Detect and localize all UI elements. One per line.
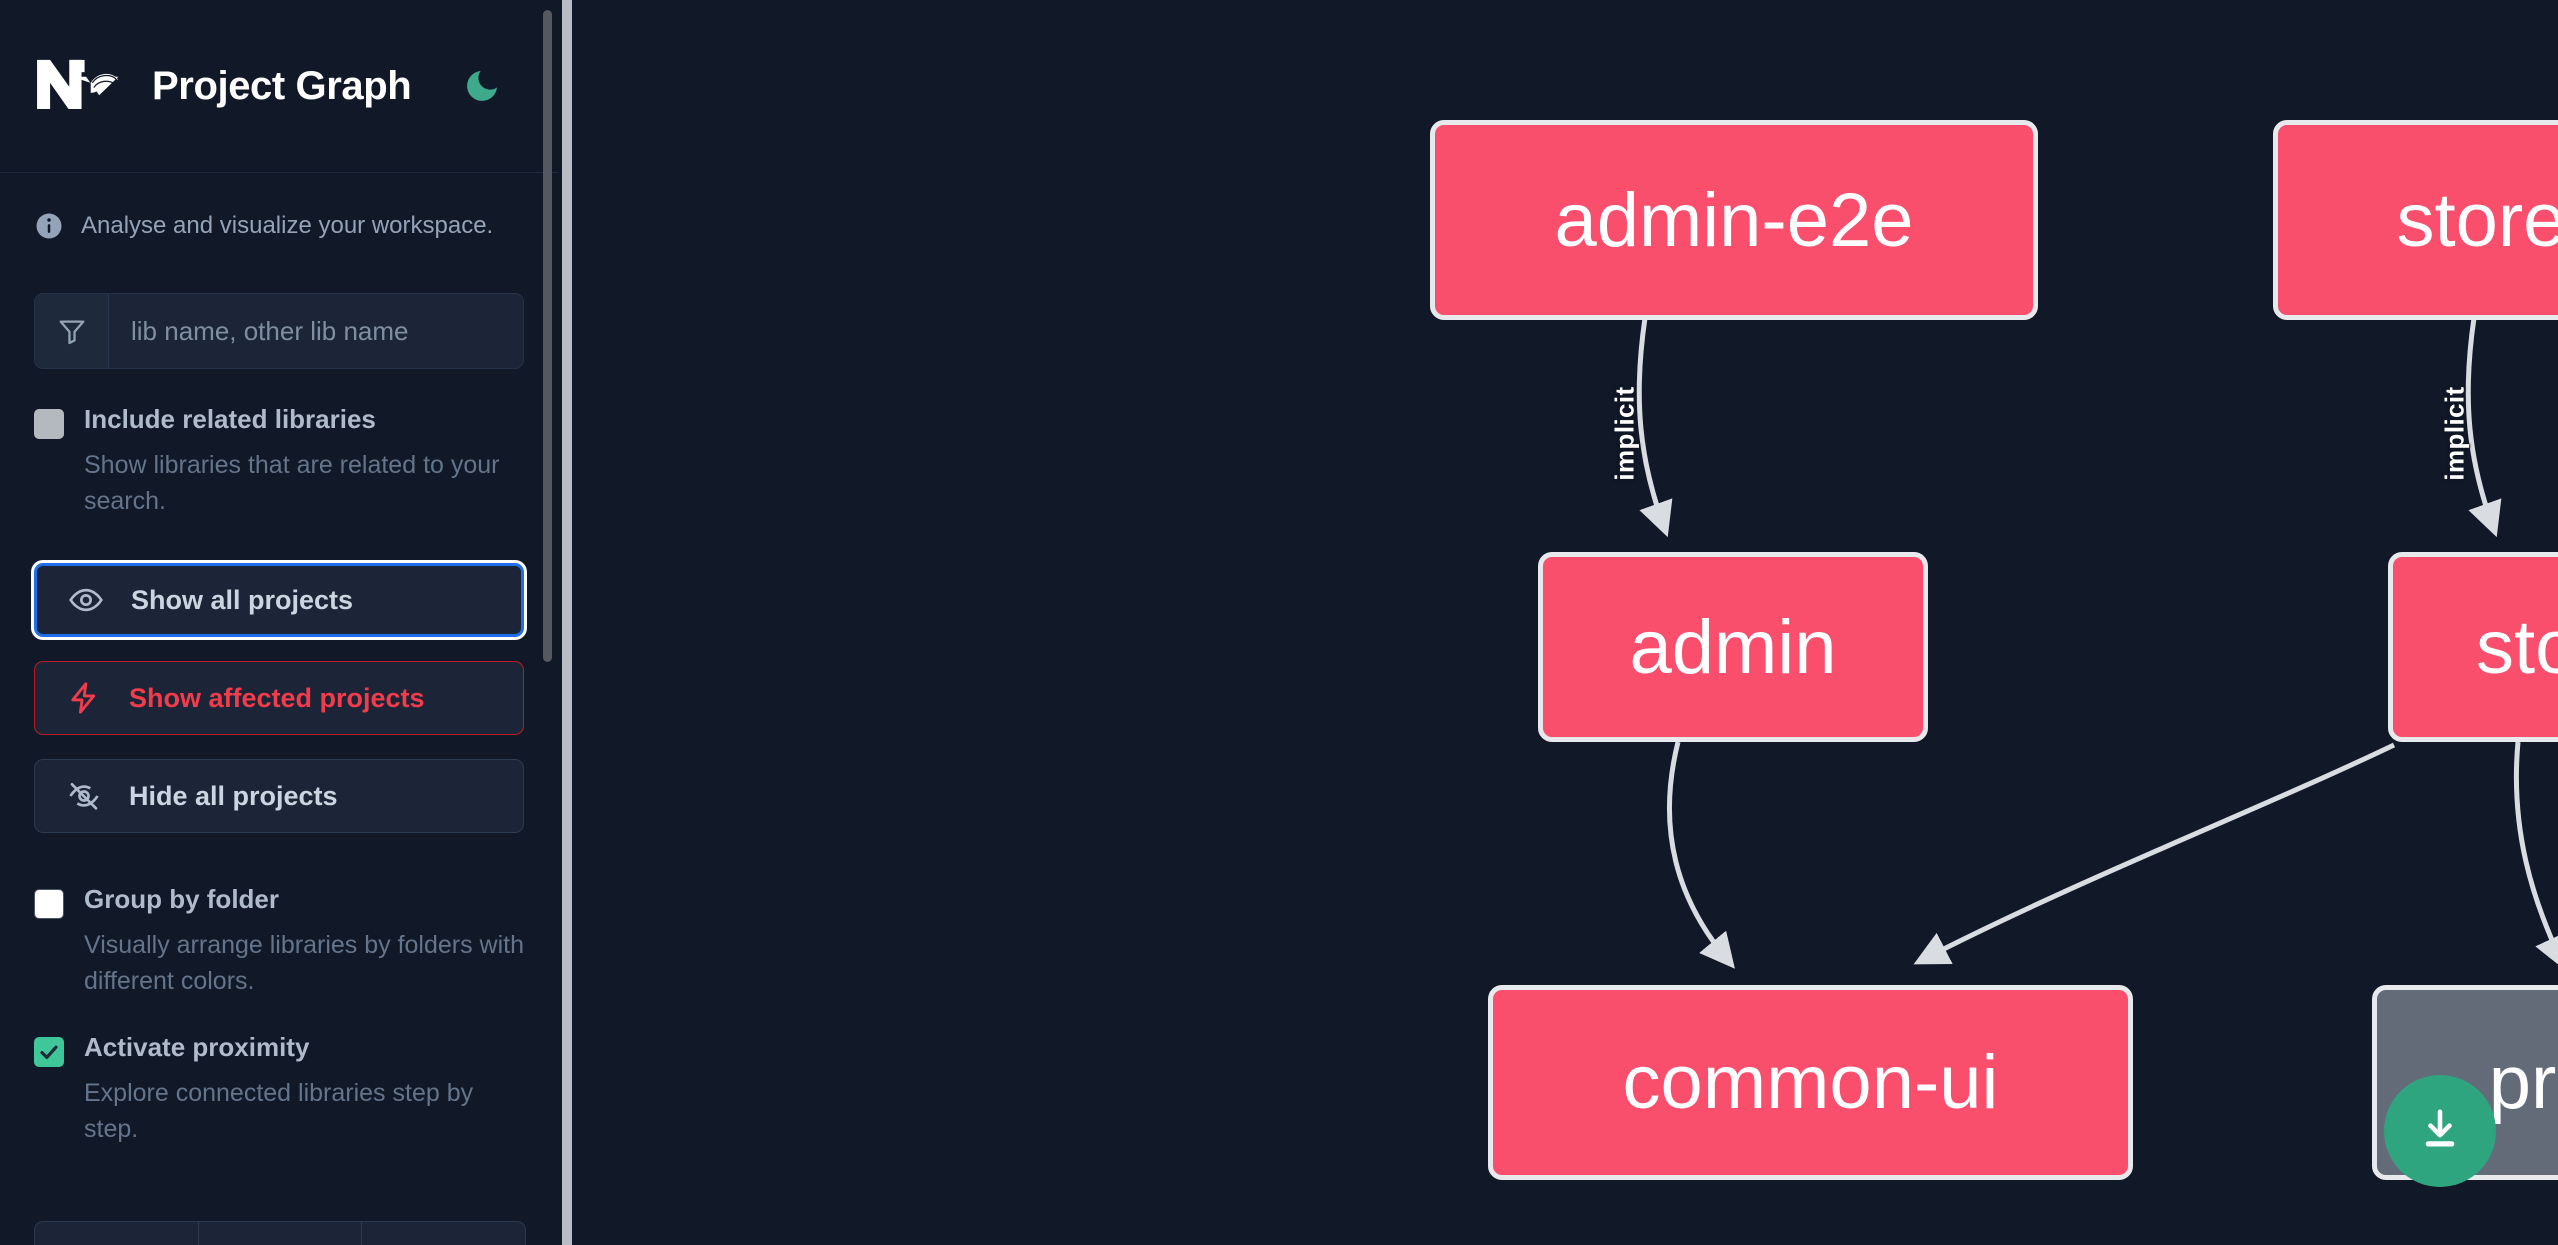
sidebar-scrollbar[interactable]: [543, 10, 552, 662]
node-label: admin-e2e: [1554, 177, 1914, 263]
show-all-projects-label: Show all projects: [131, 584, 354, 615]
group-by-folder-checkbox[interactable]: [34, 889, 64, 919]
nx-logo-icon: [34, 55, 126, 117]
show-affected-projects-button[interactable]: Show affected projects: [34, 661, 524, 735]
node-label: products: [2488, 1040, 2558, 1125]
edge-store-e2e-to-store: [2465, 317, 2502, 538]
graph-node-admin-e2e[interactable]: admin-e2e: [1430, 120, 2038, 320]
sidebar-header: Project Graph: [0, 0, 558, 173]
checkbox-activate-proximity[interactable]: Activate proximity Explore connected lib…: [0, 999, 558, 1147]
download-icon: [2414, 1104, 2466, 1159]
group-by-folder-description: Visually arrange libraries by folders wi…: [84, 931, 525, 995]
activate-proximity-description: Explore connected libraries step by step…: [84, 1079, 474, 1143]
edge-store-to-products: [2513, 741, 2558, 971]
node-label: common-ui: [1622, 1040, 1999, 1125]
eye-icon: [67, 581, 105, 619]
segment-option-1[interactable]: [35, 1222, 199, 1245]
graph-node-common-ui[interactable]: common-ui: [1488, 985, 2133, 1180]
edge-label-implicit-store: implicit: [2439, 386, 2470, 481]
include-related-libraries-checkbox[interactable]: [34, 409, 64, 439]
node-label: store-e2e: [2396, 177, 2558, 263]
bottom-segmented-control[interactable]: [34, 1221, 526, 1245]
page-title: Project Graph: [152, 63, 412, 108]
tagline-text: Analyse and visualize your workspace.: [81, 212, 494, 239]
info-icon: [34, 211, 64, 241]
graph-node-store-e2e[interactable]: store-e2e: [2273, 120, 2558, 320]
moon-icon[interactable]: [459, 63, 505, 109]
node-label: admin: [1629, 604, 1837, 690]
include-related-libraries-description: Show libraries that are related to your …: [84, 451, 500, 515]
search-input[interactable]: [109, 294, 523, 368]
download-button[interactable]: [2384, 1075, 2496, 1187]
graph-scrollbar[interactable]: [562, 0, 572, 1245]
show-all-projects-button[interactable]: Show all projects: [34, 563, 524, 637]
filter-funnel-icon[interactable]: [35, 294, 109, 368]
edge-admin-to-common-ui: [1666, 741, 1735, 969]
graph-node-store[interactable]: store: [2388, 552, 2558, 742]
activate-proximity-checkbox[interactable]: [34, 1037, 64, 1067]
activate-proximity-label: Activate proximity: [84, 1032, 310, 1062]
node-label: store: [2476, 604, 2558, 690]
eye-off-icon: [65, 777, 103, 815]
segment-option-2[interactable]: [199, 1222, 363, 1245]
checkbox-group-by-folder[interactable]: Group by folder Visually arrange librari…: [0, 833, 558, 999]
checkbox-include-related-libraries[interactable]: Include related libraries Show libraries…: [0, 369, 558, 519]
project-action-buttons: Show all projects Show affected projects: [0, 519, 558, 833]
sidebar: Project Graph Analyse and visualize your…: [0, 0, 558, 1245]
edge-store-to-common-ui: [1913, 742, 2396, 965]
include-related-libraries-label: Include related libraries: [84, 404, 376, 434]
filter-search-bar: [34, 293, 524, 369]
edge-admin-e2e-to-admin: [1636, 317, 1673, 538]
edge-label-implicit-admin: implicit: [1609, 386, 1640, 481]
hide-all-projects-button[interactable]: Hide all projects: [34, 759, 524, 833]
tagline-row: Analyse and visualize your workspace.: [0, 173, 558, 241]
graph-canvas[interactable]: admin-e2e store-e2e admin store common-u…: [558, 0, 2558, 1245]
graph-node-admin[interactable]: admin: [1538, 552, 1928, 742]
segment-option-3[interactable]: [362, 1222, 525, 1245]
lightning-bolt-icon: [65, 679, 103, 717]
show-affected-projects-label: Show affected projects: [129, 682, 425, 713]
group-by-folder-label: Group by folder: [84, 884, 279, 914]
hide-all-projects-label: Hide all projects: [129, 780, 338, 811]
